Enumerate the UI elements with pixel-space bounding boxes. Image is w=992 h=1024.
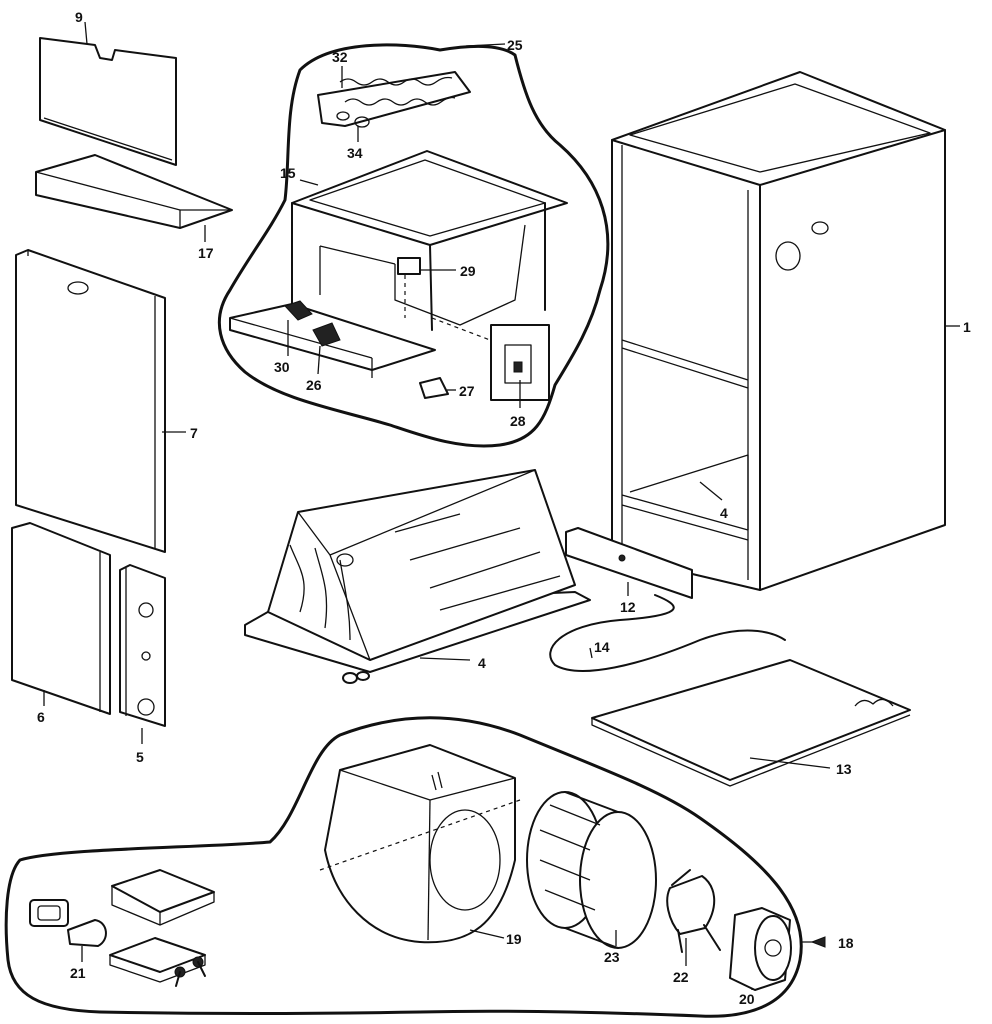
callout-23: 23 <box>604 949 620 965</box>
part-14-wire <box>549 594 786 672</box>
part-5-access-panel <box>119 564 166 727</box>
callout-26: 26 <box>306 377 322 393</box>
callout-27: 27 <box>459 383 475 399</box>
callout-1: 1 <box>963 319 971 335</box>
callout-9: 9 <box>75 9 83 25</box>
part-6-lower-door <box>11 522 111 715</box>
leader-4b <box>419 657 471 661</box>
part-7-door-panel <box>15 249 166 553</box>
leader-26 <box>317 345 321 375</box>
callout-4a: 4 <box>720 505 728 521</box>
callout-18: 18 <box>838 935 854 951</box>
callout-17: 17 <box>198 245 214 261</box>
leader-9 <box>84 21 88 45</box>
callout-13: 13 <box>836 761 852 777</box>
part-13-base-pan <box>591 659 911 787</box>
part-4-coil <box>244 469 591 684</box>
part-18-blower-assembly <box>4 716 803 1018</box>
callout-34: 34 <box>347 145 363 161</box>
part-9-top-panel <box>39 37 177 166</box>
part-25-control-assembly <box>217 43 610 448</box>
leader-13 <box>749 757 831 769</box>
callout-21: 21 <box>70 965 86 981</box>
callout-28: 28 <box>510 413 526 429</box>
callout-14: 14 <box>594 639 610 655</box>
callout-5: 5 <box>136 749 144 765</box>
part-1-cabinet <box>611 71 946 591</box>
callout-4b: 4 <box>478 655 486 671</box>
callout-7: 7 <box>190 425 198 441</box>
callout-25: 25 <box>507 37 523 53</box>
leader-14 <box>589 647 593 659</box>
callout-30: 30 <box>274 359 290 375</box>
callout-6: 6 <box>37 709 45 725</box>
callout-12: 12 <box>620 599 636 615</box>
callout-19: 19 <box>506 931 522 947</box>
part-12-bracket <box>565 527 693 599</box>
leader-15 <box>299 179 319 186</box>
leader-25 <box>465 43 506 47</box>
callout-20: 20 <box>739 991 755 1007</box>
callout-32: 32 <box>332 49 348 65</box>
leader-19 <box>469 929 505 939</box>
callout-22: 22 <box>673 969 689 985</box>
part-17-top-tray <box>35 154 233 229</box>
callout-15: 15 <box>280 165 296 181</box>
callout-29: 29 <box>460 263 476 279</box>
leader-4a <box>699 481 723 501</box>
callout-18-arrowhead <box>810 936 826 948</box>
